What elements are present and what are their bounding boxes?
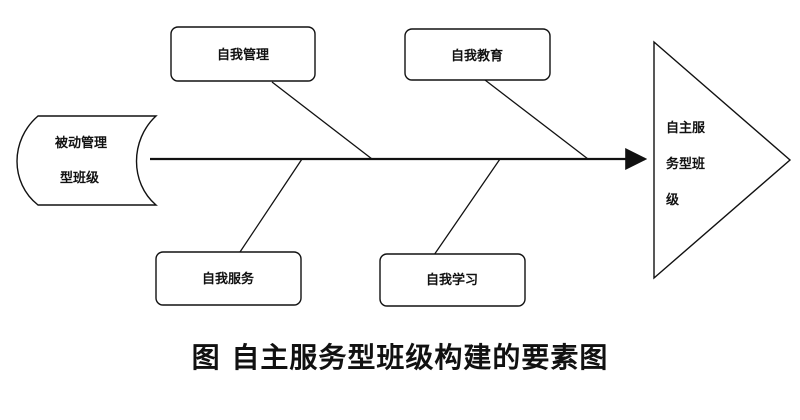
factor-label-top-right: 自我教育	[451, 48, 503, 64]
figure-caption: 图 自主服务型班级构建的要素图	[191, 341, 609, 374]
factor-label-bottom-right: 自我学习	[426, 272, 478, 288]
target-label-line3: 级	[666, 192, 680, 208]
target-label-line1: 自主服	[666, 120, 706, 136]
target-triangle	[653, 40, 792, 280]
branch-top-right	[484, 79, 589, 160]
factor-box-top-right	[404, 28, 551, 81]
source-label-line2: 型班级	[60, 170, 100, 186]
source-shape	[16, 115, 158, 206]
branch-bottom-left	[237, 158, 303, 256]
branch-top-left	[271, 81, 373, 160]
factor-label-bottom-left: 自我服务	[202, 271, 255, 287]
factor-label-top-left: 自我管理	[217, 47, 269, 63]
factor-box-bottom-right	[379, 253, 526, 307]
factor-box-bottom-left	[155, 251, 302, 306]
factor-box-top-left	[170, 26, 316, 82]
target-label-line2: 务型班	[666, 156, 705, 172]
source-label-line1: 被动管理	[54, 135, 107, 151]
branch-bottom-right	[433, 158, 501, 256]
